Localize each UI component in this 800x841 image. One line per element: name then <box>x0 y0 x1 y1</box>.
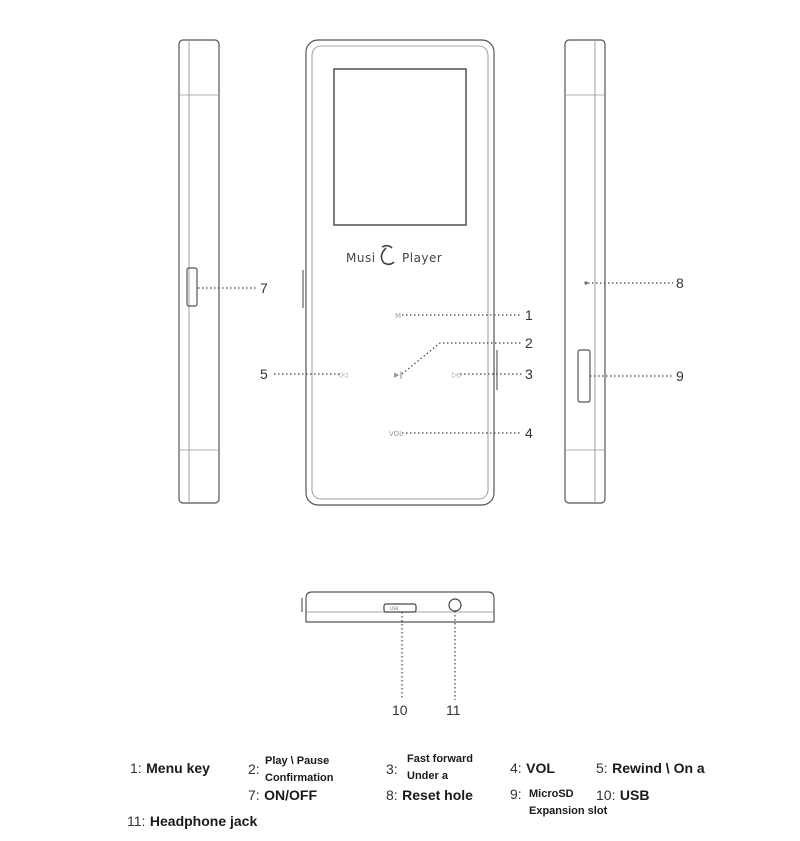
legend-label: USB <box>619 787 650 803</box>
legend-line1: MicroSD <box>529 788 574 800</box>
legend-item-9: 9: MicroSD Expansion slot <box>510 786 607 820</box>
legend-line2: Under a <box>407 770 448 782</box>
legend-label: Menu key <box>146 760 210 776</box>
logo-left: Musi <box>346 251 376 265</box>
legend-label: ON/OFF <box>264 787 318 803</box>
microsd-slot <box>577 349 591 403</box>
legend-line2: Expansion slot <box>529 805 608 817</box>
fast-forward-icon[interactable]: ▷▷ <box>452 371 463 379</box>
callout-11: 11 <box>446 702 461 718</box>
legend-label: VOL <box>526 760 555 776</box>
legend-item-7: 7: ON/OFF <box>248 787 317 805</box>
left-side-view <box>178 39 220 504</box>
callout-7: 7 <box>260 280 268 296</box>
usb-port-label: USB <box>390 606 398 611</box>
legend-num: 4: <box>510 760 522 776</box>
screen <box>333 68 467 226</box>
callout-9: 9 <box>676 368 684 384</box>
music-player-logo: Musi Player <box>346 244 442 266</box>
legend-num: 5: <box>596 760 608 776</box>
front-view <box>302 39 498 506</box>
menu-key-icon[interactable]: M <box>395 312 401 320</box>
logo-right: Player <box>402 251 442 265</box>
legend-num: 10: <box>596 787 616 803</box>
right-side-view <box>564 39 606 504</box>
legend-label: Headphone jack <box>149 813 258 829</box>
logo-swirl-icon <box>380 244 395 266</box>
legend-num: 3: <box>386 761 398 777</box>
legend-label: Rewind \ On a <box>612 760 705 776</box>
legend-line2: Confirmation <box>265 772 334 784</box>
callout-2: 2 <box>525 335 533 351</box>
legend-item-11: 11: Headphone jack <box>127 813 257 831</box>
legend-num: 1: <box>130 760 142 776</box>
legend-item-8: 8: Reset hole <box>386 787 473 805</box>
legend-item-5: 5: Rewind \ On a <box>596 760 705 778</box>
power-switch <box>186 267 198 307</box>
legend-num: 9: <box>510 786 522 802</box>
legend-item-3: 3: Fast forward Under a <box>386 751 473 785</box>
legend-line1: Play \ Pause <box>265 755 330 767</box>
legend-item-4: 4: VOL <box>510 760 555 778</box>
legend-item-2: 2: Play \ Pause Confirmation <box>248 753 333 787</box>
leader-lines <box>198 282 673 700</box>
legend-label: Reset hole <box>402 787 473 803</box>
reset-hole <box>584 281 588 285</box>
callout-1: 1 <box>525 307 533 323</box>
legend-item-10: 10: USB <box>596 787 649 805</box>
legend-item-1: 1: Menu key <box>130 760 210 778</box>
usb-port <box>383 603 417 613</box>
callout-5: 5 <box>260 366 268 382</box>
rewind-icon[interactable]: ◁◁ <box>337 371 348 379</box>
legend-num: 11: <box>127 813 146 829</box>
callout-4: 4 <box>525 425 533 441</box>
legend-num: 7: <box>248 787 260 803</box>
headphone-jack <box>448 598 462 612</box>
vol-key-icon[interactable]: VOL <box>389 430 403 438</box>
callout-3: 3 <box>525 366 533 382</box>
legend-num: 2: <box>248 761 260 777</box>
play-pause-icon[interactable]: ▶‖ <box>394 371 403 379</box>
legend-line1: Fast forward <box>407 753 474 765</box>
callout-8: 8 <box>676 275 684 291</box>
callout-10: 10 <box>392 702 408 718</box>
legend-num: 8: <box>386 787 398 803</box>
